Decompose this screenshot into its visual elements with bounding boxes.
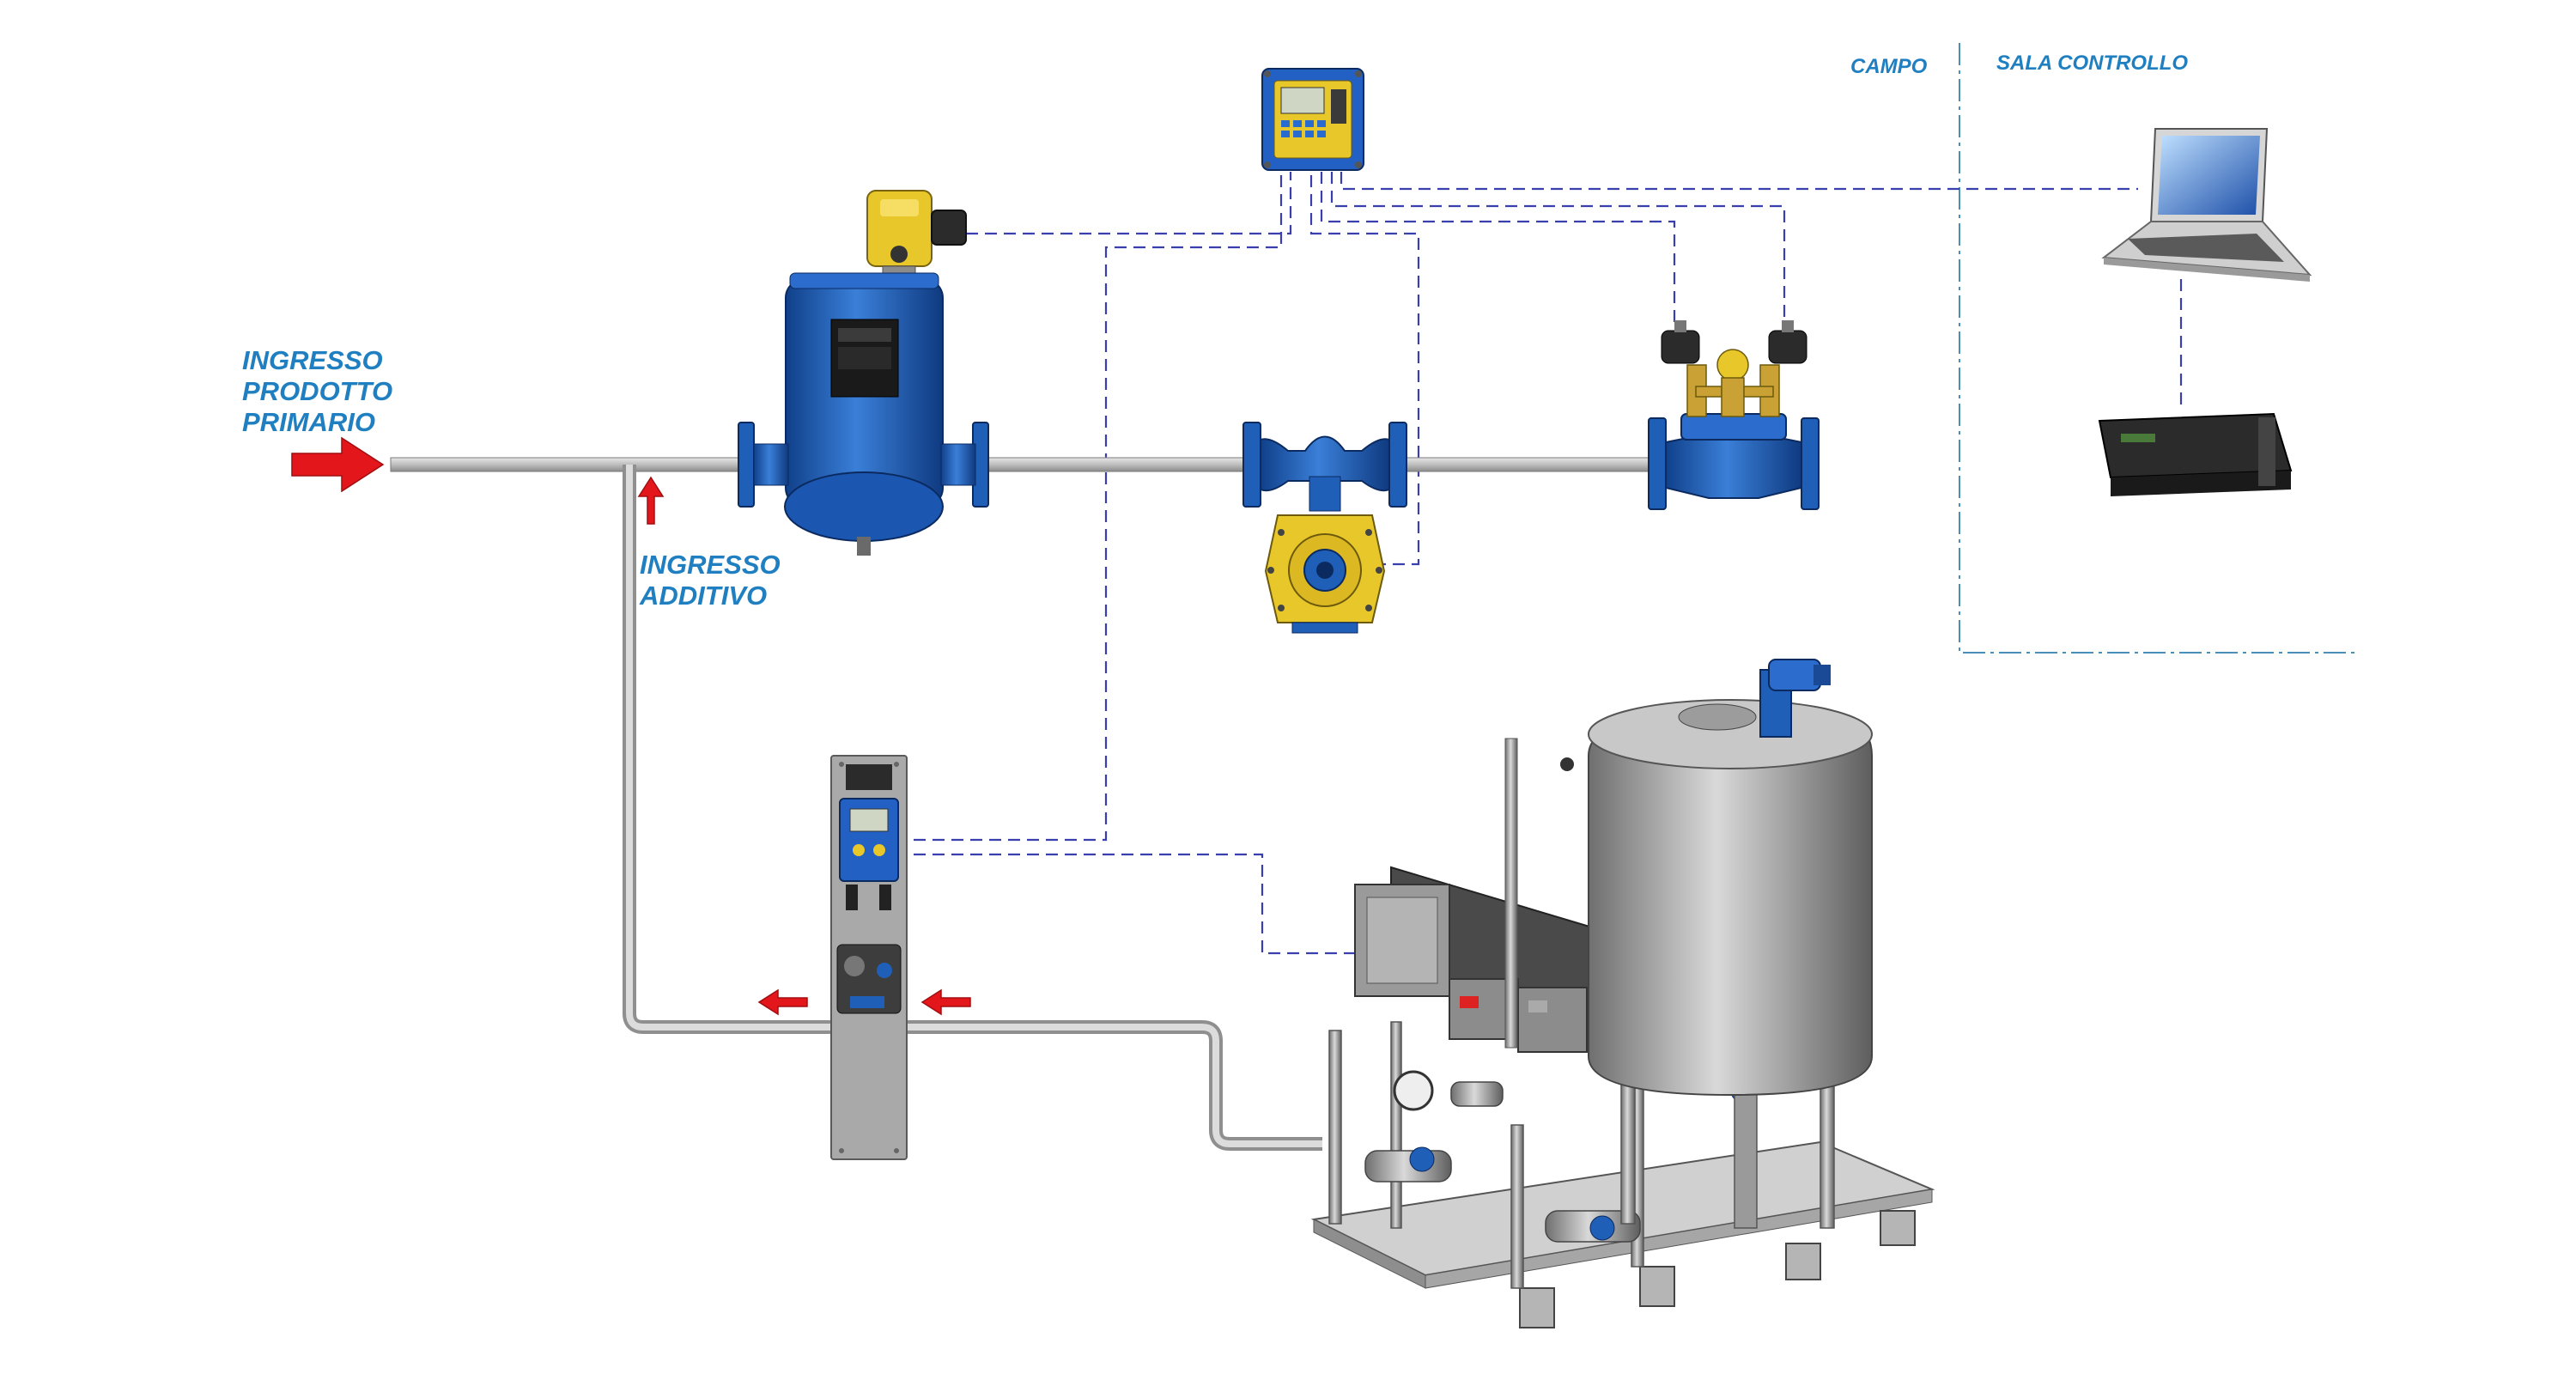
- signal-line-control-valve-b: [1330, 172, 1786, 322]
- meter-register: [1264, 514, 1386, 634]
- additive-inlet-arrow: [637, 476, 665, 525]
- primary-inlet-arrow: [291, 436, 385, 493]
- additive-inlet-label-line-2: ADDITIVO: [640, 581, 768, 611]
- process-pipes: [390, 457, 1701, 1151]
- signal-line-meter: [1309, 172, 1420, 566]
- signal-line-control-valve-a: [1320, 172, 1676, 322]
- primary-inlet-label: INGRESSO PRODOTTO PRIMARIO: [242, 345, 392, 438]
- flow-arrows: [291, 436, 971, 1016]
- additive-inlet-label-line-1: INGRESSO: [640, 550, 781, 580]
- primary-inlet-label-line-2: PRODOTTO: [242, 376, 393, 406]
- primary-inlet-label-line-1: INGRESSO: [242, 345, 383, 375]
- signal-line-laptop: [1340, 172, 2138, 191]
- additive-injection-panel: [830, 755, 908, 1160]
- zone-label-field: CAMPO: [1850, 55, 1928, 78]
- signal-line-additive-panel: [895, 172, 1283, 842]
- printer: [2098, 412, 2293, 496]
- flow-computer: [1261, 68, 1364, 171]
- additive-blending-skid: [1310, 659, 1935, 1328]
- pilot-solenoids: [1661, 320, 1807, 364]
- main-pipe: [390, 457, 1701, 472]
- additive-return-arrow: [920, 988, 971, 1016]
- signal-line-blending-skid: [895, 853, 1357, 955]
- additive-outlet-arrow: [757, 988, 808, 1016]
- additive-inlet-label: INGRESSO ADDITIVO: [640, 550, 781, 611]
- zone-label-control-room: SALA CONTROLLO: [1996, 52, 2189, 75]
- laptop: [2101, 128, 2312, 282]
- control-valve: [1648, 320, 1820, 510]
- zone-boundary-line: [1959, 43, 2360, 654]
- filter-gas-eliminator: [738, 190, 989, 556]
- signal-line-valve-solenoid: [966, 172, 1292, 235]
- flow-computer-display: [1280, 87, 1325, 114]
- primary-inlet-label-line-3: PRIMARIO: [242, 407, 375, 437]
- flow-meter: [1242, 422, 1407, 634]
- signal-lines: [895, 172, 2183, 955]
